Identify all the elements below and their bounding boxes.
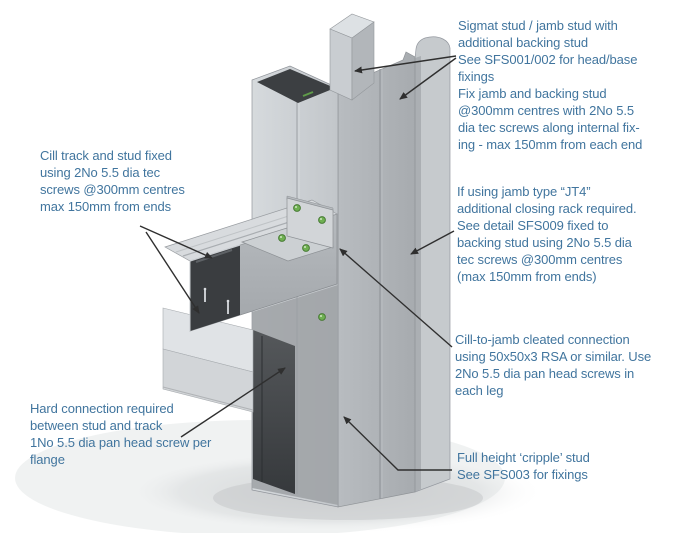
jamb-top-interior [257,69,335,103]
backing-stud-drawing [329,13,375,101]
screw-highlight [295,206,297,208]
leader-arrow-cripple [343,416,452,471]
jamb-lip [414,36,451,493]
screw [318,313,326,321]
leader-arrow-cill-track [145,231,200,314]
screw [293,204,301,212]
annotation-jamb-stud: Sigmat stud / jamb stud with additional … [458,18,643,152]
tec-screw-tip [302,91,314,97]
annotation-cleated-connection: Cill-to-jamb cleated connection using 50… [455,332,652,398]
annotation-hard-connection: Hard connection required between stud an… [30,401,212,467]
screw [278,234,286,242]
pan-head-screws [278,204,326,321]
annotation-cill-track: Cill track and stud fixed using 2No 5.5 … [40,148,185,214]
jamb-right-face [337,51,416,508]
screw-pin-head-1 [203,287,207,291]
cill-inner-lip [195,249,233,263]
screw-pin-head-2 [226,299,230,303]
screw [302,244,310,252]
cill-end-lip-top [189,244,241,262]
screw-highlight [320,315,322,317]
jamb-lip-shade [415,56,421,492]
leader-lines [139,55,457,471]
flange-bottom-edge [162,386,254,411]
annotation-jamb-type-jt4: If using jamb type “JT4” additional clos… [457,184,637,284]
leader-arrow-hard-connection [180,367,286,438]
leader-arrow-jamb-backing [354,55,457,74]
screw-highlight [320,218,322,220]
screw-highlight [304,246,306,248]
screw-highlight [280,236,282,238]
leader-arrow-jt4 [410,230,455,255]
leader-arrow-cill-top [139,225,213,259]
cill-track-flange-skirt [162,348,254,413]
leader-arrow-jamb-face [399,57,457,100]
cripple-stud-opening [253,330,295,494]
leader-arrow-cleat [339,248,453,348]
screw [318,216,326,224]
annotation-cripple-stud: Full height ‘cripple’ stud See SFS003 fo… [457,450,590,482]
